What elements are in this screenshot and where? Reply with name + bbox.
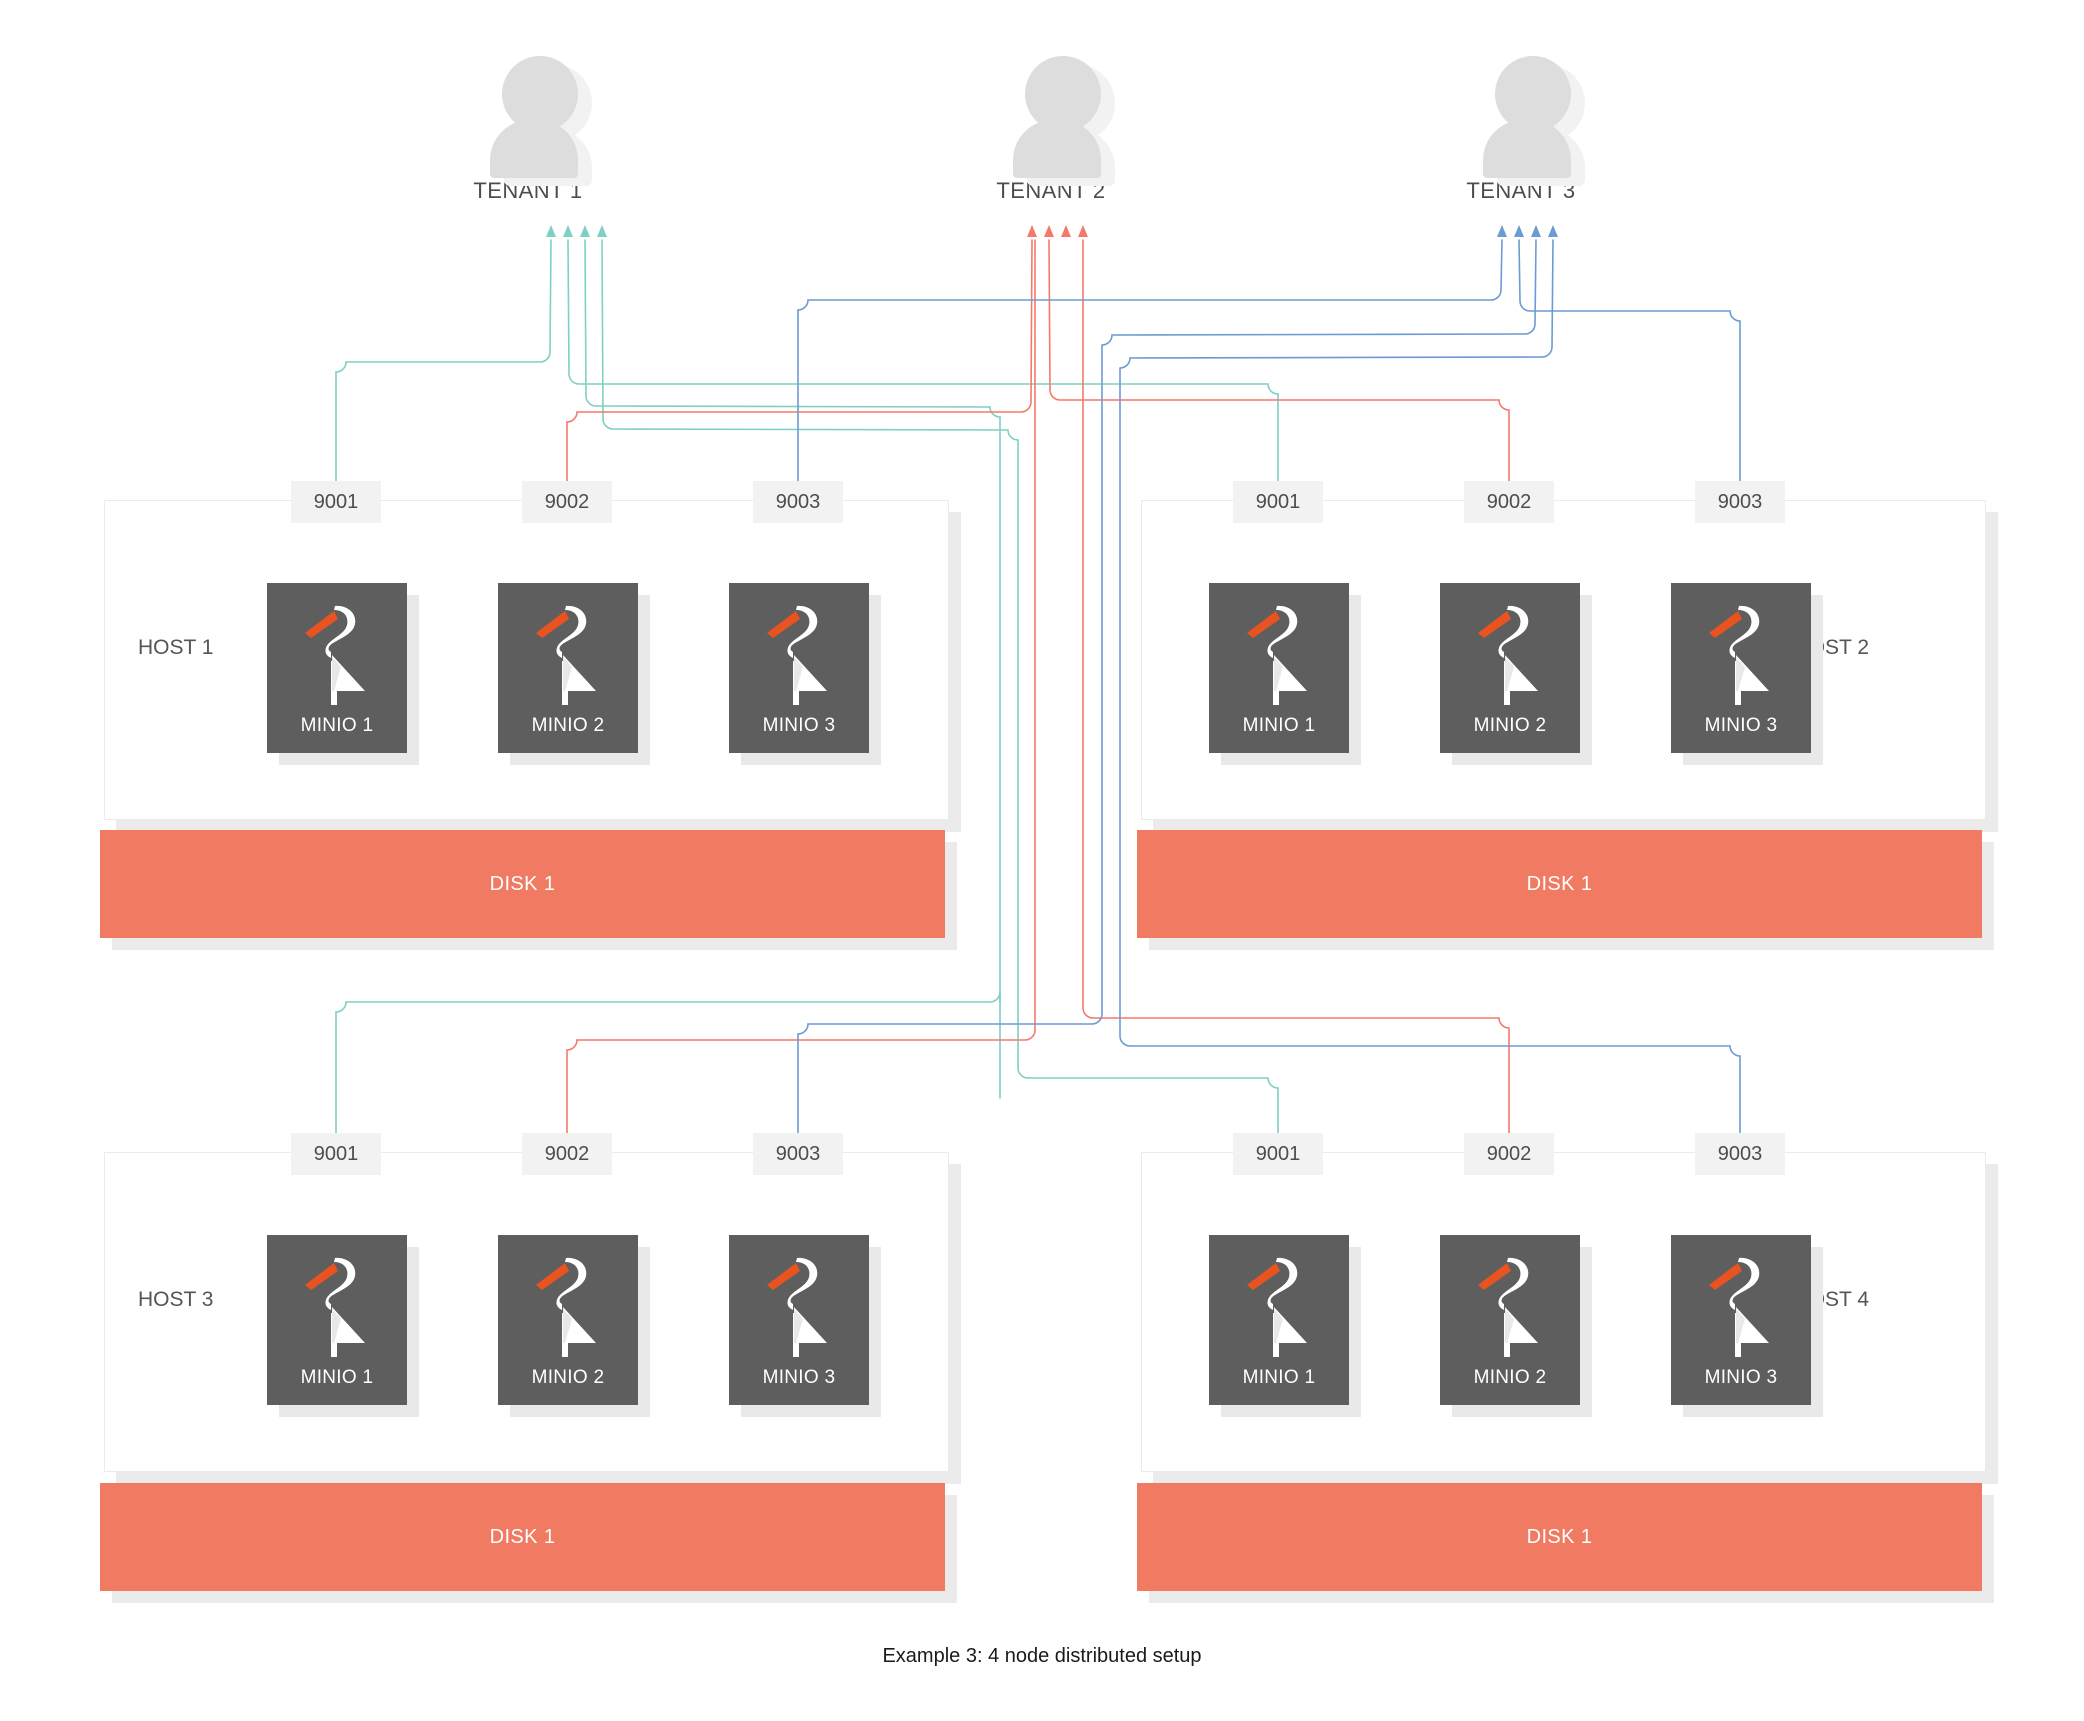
user-avatar-icon — [1003, 52, 1115, 186]
port-chip-9001-host2[interactable]: 9001 — [1233, 481, 1323, 523]
minio-node-1-3[interactable]: MINIO 3 — [729, 583, 881, 765]
node-label: MINIO 1 — [1242, 715, 1316, 736]
minio-node-3-2[interactable]: MINIO 2 — [498, 1235, 650, 1417]
arrow-head — [580, 225, 590, 237]
wire — [335, 239, 552, 482]
wire — [1119, 239, 1554, 369]
port-chip-9002-host2[interactable]: 9002 — [1464, 481, 1554, 523]
minio-flamingo-icon — [1247, 605, 1307, 705]
disk-band-1: DISK 1 — [100, 830, 945, 938]
port-chip-9001-host3[interactable]: 9001 — [291, 1133, 381, 1175]
wire — [567, 239, 1279, 482]
wire — [566, 239, 1033, 482]
user-avatar-icon — [1473, 52, 1585, 186]
port-chip-9003-host4[interactable]: 9003 — [1695, 1133, 1785, 1175]
node-label: MINIO 2 — [531, 1367, 605, 1388]
port-chip-9001-host1[interactable]: 9001 — [291, 481, 381, 523]
node-label: MINIO 1 — [300, 715, 374, 736]
wire — [1101, 333, 1526, 346]
disk-band-2: DISK 1 — [1137, 830, 1982, 938]
disk-band-3: DISK 1 — [100, 1483, 945, 1591]
port-chip-9002-host3[interactable]: 9002 — [522, 1133, 612, 1175]
minio-flamingo-icon — [1478, 1257, 1538, 1357]
minio-flamingo-icon — [767, 605, 827, 705]
node-label: MINIO 1 — [1242, 1367, 1316, 1388]
minio-node-3-3[interactable]: MINIO 3 — [729, 1235, 881, 1417]
minio-flamingo-icon — [536, 1257, 596, 1357]
node-label: MINIO 2 — [531, 715, 605, 736]
minio-flamingo-icon — [1709, 1257, 1769, 1357]
arrow-head — [1497, 225, 1507, 237]
arrow-head — [597, 225, 607, 237]
port-chip-9001-host4[interactable]: 9001 — [1233, 1133, 1323, 1175]
wire — [1048, 239, 1510, 482]
arrow-head — [1061, 225, 1071, 237]
port-chip-9002-host1[interactable]: 9002 — [522, 481, 612, 523]
wire — [335, 991, 1001, 1134]
node-label: MINIO 2 — [1473, 1367, 1547, 1388]
arrow-head — [1044, 225, 1054, 237]
minio-flamingo-icon — [1709, 605, 1769, 705]
user-avatar-icon — [480, 52, 592, 186]
minio-flamingo-icon — [1247, 1257, 1307, 1357]
port-chip-9003-host2[interactable]: 9003 — [1695, 481, 1785, 523]
arrow-head — [1027, 225, 1037, 237]
wire — [1518, 239, 1741, 482]
minio-flamingo-icon — [305, 1257, 365, 1357]
minio-flamingo-icon — [767, 1257, 827, 1357]
minio-node-2-1[interactable]: MINIO 1 — [1209, 583, 1361, 765]
tenant-3[interactable]: TENANT 3 — [1411, 52, 1631, 204]
minio-flamingo-icon — [1478, 605, 1538, 705]
minio-flamingo-icon — [305, 605, 365, 705]
arrow-head — [546, 225, 556, 237]
minio-node-1-2[interactable]: MINIO 2 — [498, 583, 650, 765]
minio-node-2-2[interactable]: MINIO 2 — [1440, 583, 1592, 765]
minio-node-3-1[interactable]: MINIO 1 — [267, 1235, 419, 1417]
minio-node-2-3[interactable]: MINIO 3 — [1671, 583, 1823, 765]
port-chip-9003-host1[interactable]: 9003 — [753, 481, 843, 523]
arrow-head — [563, 225, 573, 237]
arrow-head — [1078, 225, 1088, 237]
minio-node-4-3[interactable]: MINIO 3 — [1671, 1235, 1823, 1417]
minio-node-4-1[interactable]: MINIO 1 — [1209, 1235, 1361, 1417]
node-label: MINIO 3 — [762, 715, 836, 736]
wire — [1524, 239, 1537, 335]
node-label: MINIO 3 — [762, 1367, 836, 1388]
minio-flamingo-icon — [536, 605, 596, 705]
node-label: MINIO 1 — [300, 1367, 374, 1388]
port-chip-9002-host4[interactable]: 9002 — [1464, 1133, 1554, 1175]
tenant-2[interactable]: TENANT 2 — [941, 52, 1161, 204]
disk-band-4: DISK 1 — [1137, 1483, 1982, 1591]
arrow-head — [1548, 225, 1558, 237]
node-label: MINIO 3 — [1704, 715, 1778, 736]
node-label: MINIO 3 — [1704, 1367, 1778, 1388]
wire — [797, 239, 1503, 482]
minio-node-1-1[interactable]: MINIO 1 — [267, 583, 419, 765]
node-label: MINIO 2 — [1473, 715, 1547, 736]
arrow-head — [1531, 225, 1541, 237]
host-label-1: HOST 1 — [138, 636, 214, 659]
minio-node-4-2[interactable]: MINIO 2 — [1440, 1235, 1592, 1417]
host-label-3: HOST 3 — [138, 1288, 214, 1311]
wire — [601, 239, 1019, 441]
port-chip-9003-host3[interactable]: 9003 — [753, 1133, 843, 1175]
tenant-1[interactable]: TENANT 1 — [418, 52, 638, 204]
diagram-caption: Example 3: 4 node distributed setup — [882, 1645, 1202, 1667]
arrow-head — [1514, 225, 1524, 237]
